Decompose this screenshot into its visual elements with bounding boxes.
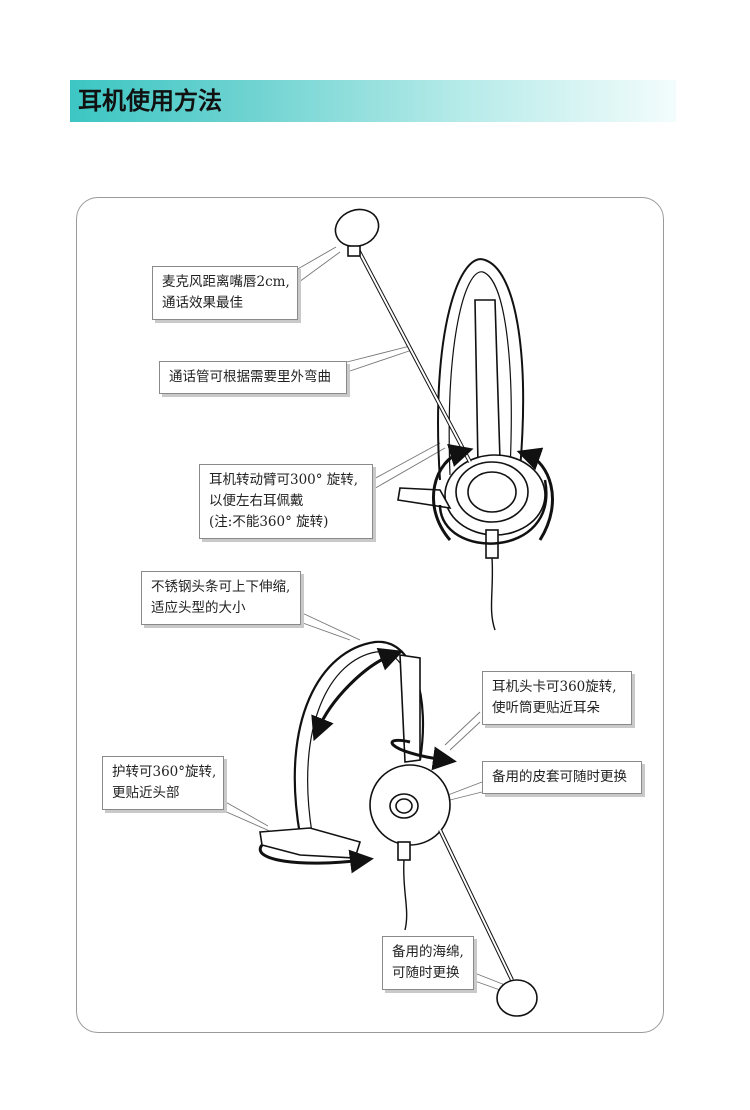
callout-text: 通话管可根据需要里外弯曲 xyxy=(169,369,331,385)
callout-mic-distance: 麦克风距离嘴唇2cm, 通话效果最佳 xyxy=(152,266,298,320)
headset-bottom xyxy=(259,640,538,1017)
callout-text: 以便左右耳佩戴 xyxy=(209,493,304,509)
callout-text: 护转可360°旋转, xyxy=(112,764,217,780)
header-bar: 耳机使用方法 xyxy=(70,80,676,122)
callout-text: 使听筒更贴近耳朵 xyxy=(492,700,600,716)
callout-spare-leather: 备用的皮套可随时更换 xyxy=(482,761,642,794)
callout-text: 耳机转动臂可300° 旋转, xyxy=(209,472,359,488)
callout-guard-rotate: 护转可360°旋转, 更贴近头部 xyxy=(102,756,224,810)
headset-top xyxy=(334,208,546,631)
callout-text: (注:不能360° 旋转) xyxy=(209,514,329,530)
callout-text: 不锈钢头条可上下伸缩, xyxy=(151,579,291,595)
callout-text: 麦克风距离嘴唇2cm, xyxy=(162,274,290,290)
callout-spare-foam: 备用的海绵, 可随时更换 xyxy=(382,936,474,990)
rotate-arrows-bottom xyxy=(258,647,457,874)
callout-text: 备用的海绵, xyxy=(392,944,464,960)
callout-arm-rotate: 耳机转动臂可300° 旋转, 以便左右耳佩戴 (注:不能360° 旋转) xyxy=(199,464,373,539)
callout-text: 可随时更换 xyxy=(392,965,460,981)
callout-text: 更贴近头部 xyxy=(112,785,180,801)
callout-tube-bend: 通话管可根据需要里外弯曲 xyxy=(159,361,347,394)
callout-text: 备用的皮套可随时更换 xyxy=(492,769,627,785)
callout-text: 通话效果最佳 xyxy=(162,295,243,311)
page-title: 耳机使用方法 xyxy=(78,87,222,115)
callout-clip-rotate: 耳机头卡可360旋转, 使听筒更贴近耳朵 xyxy=(482,671,632,725)
callout-text: 耳机头卡可360旋转, xyxy=(492,679,617,695)
leader-lines xyxy=(221,246,506,991)
illustration-panel xyxy=(76,197,664,1033)
rotate-arrows-top xyxy=(432,443,554,545)
callout-text: 适应头型的大小 xyxy=(151,600,246,616)
callout-band-adjust: 不锈钢头条可上下伸缩, 适应头型的大小 xyxy=(141,571,301,625)
